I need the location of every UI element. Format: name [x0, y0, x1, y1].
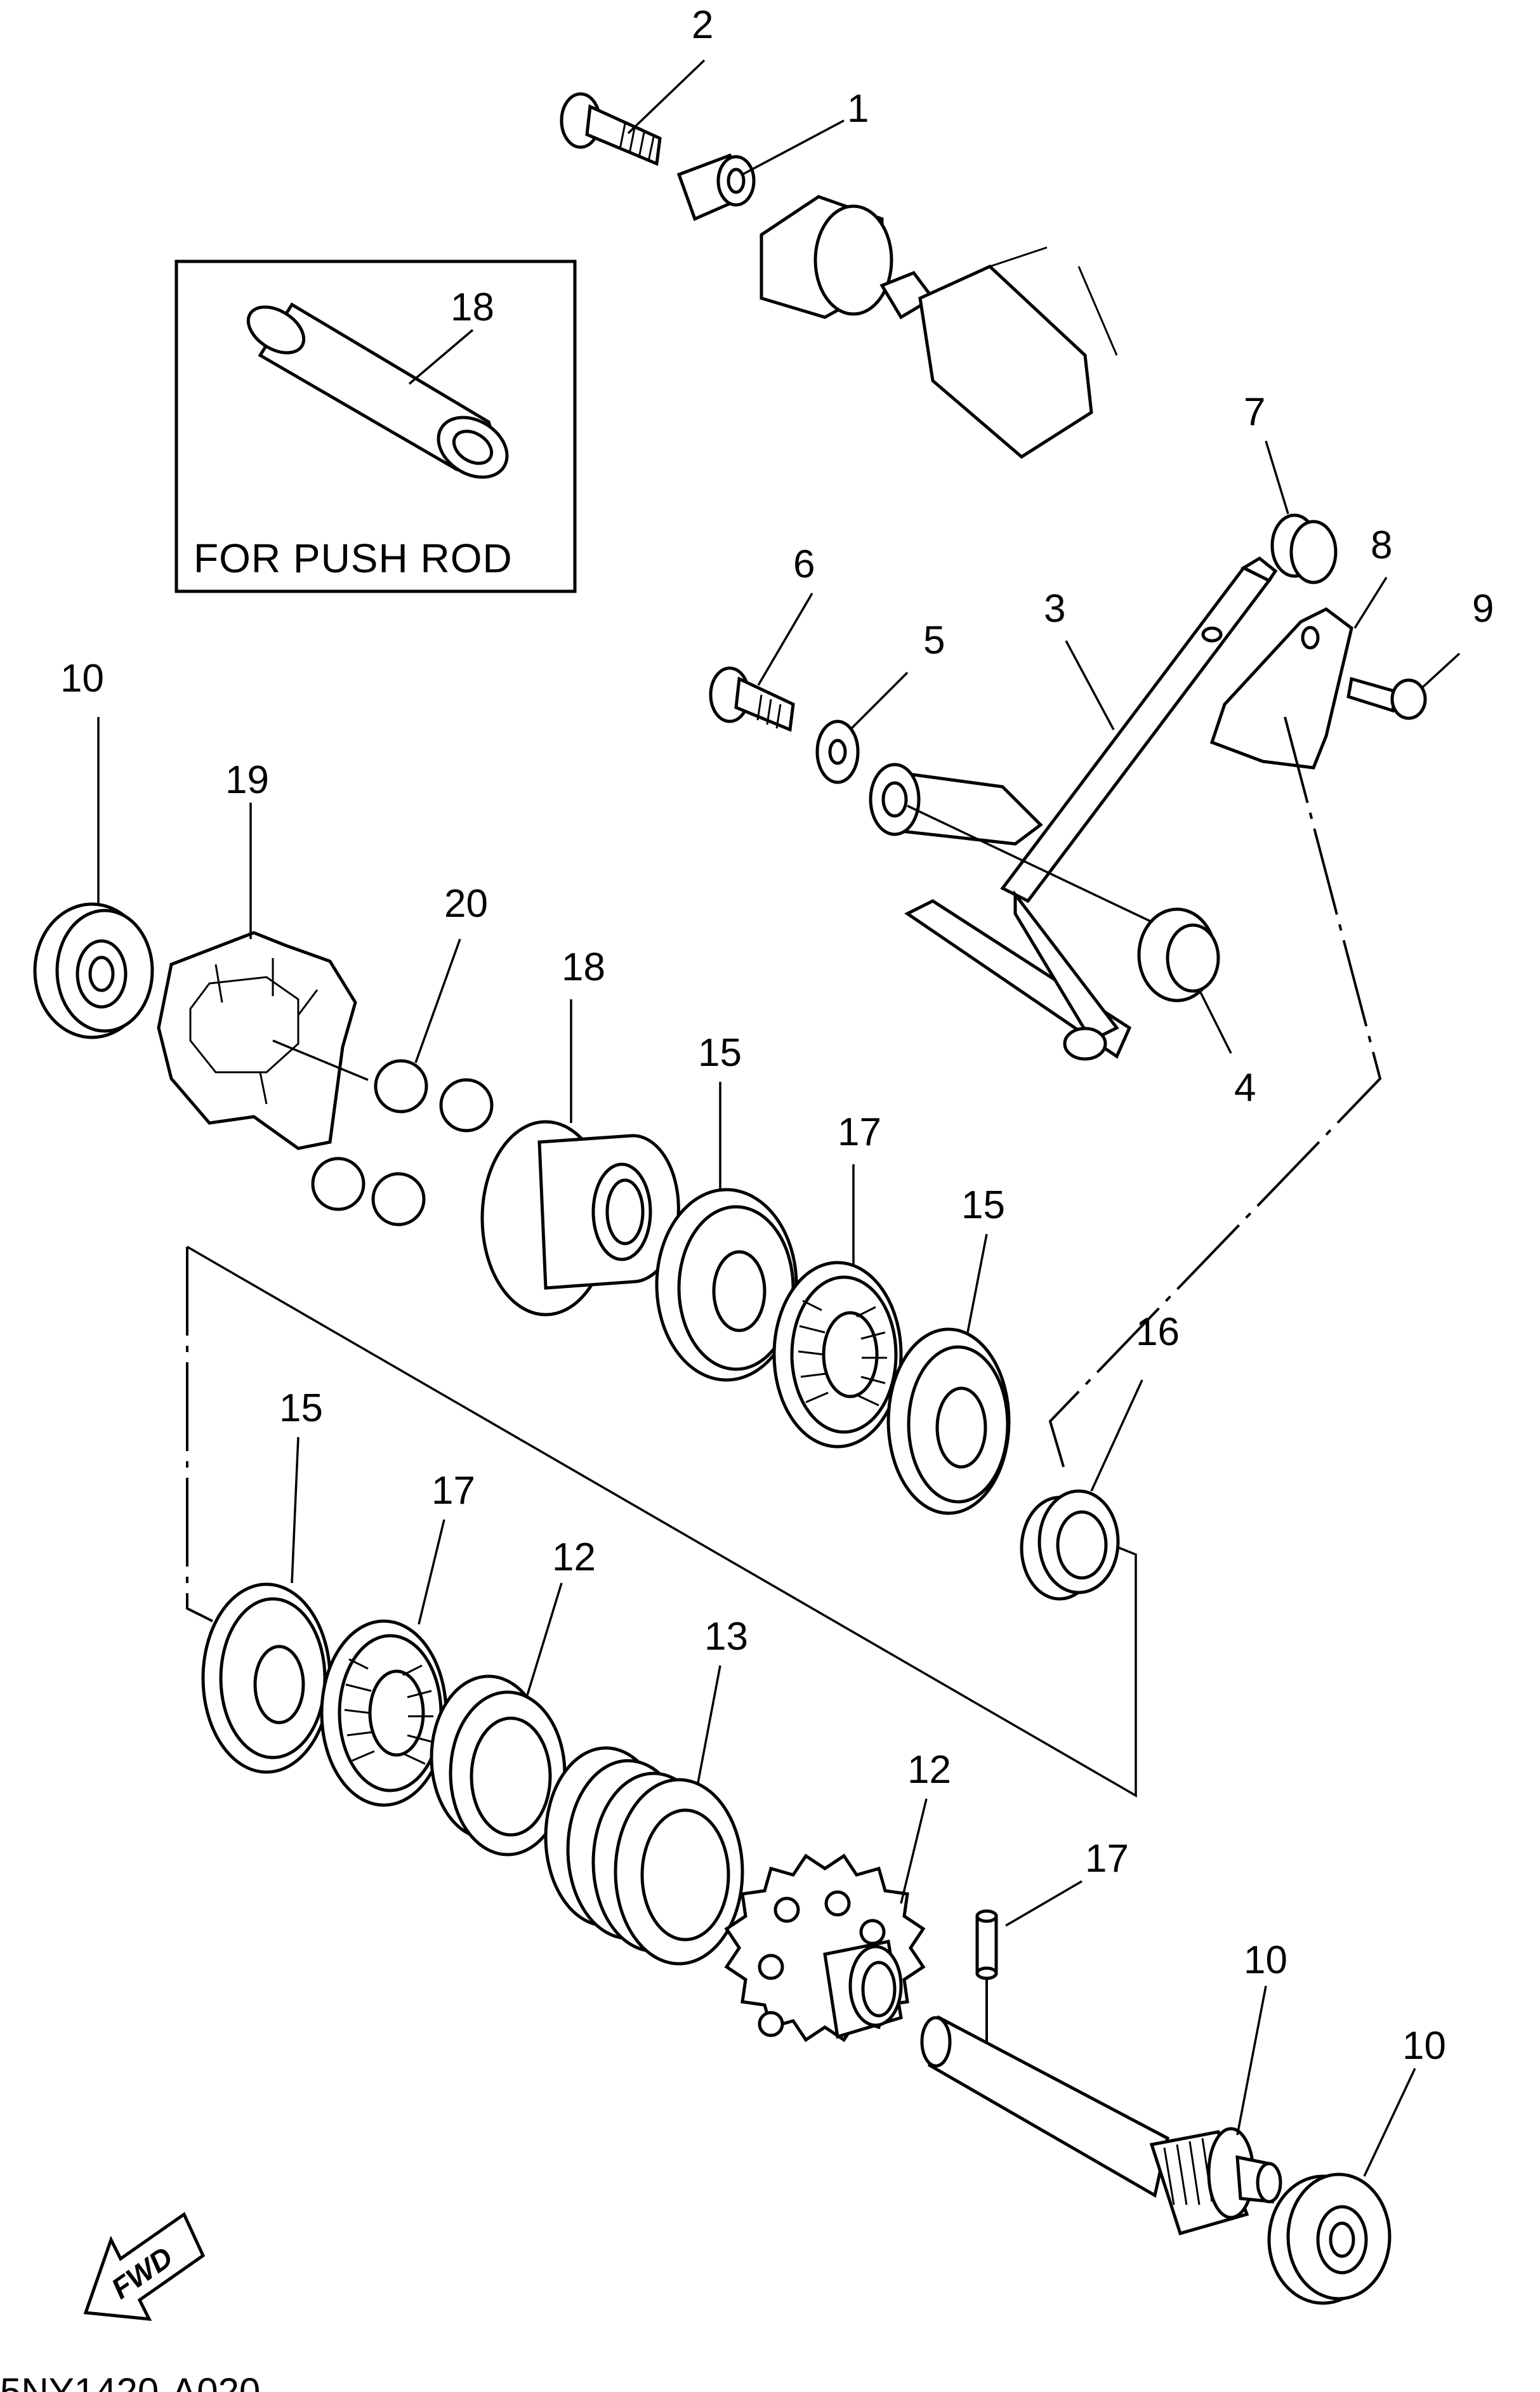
callout-15-b: 15 [961, 1183, 1005, 1227]
callout-15-a: 15 [698, 1031, 742, 1075]
callout-11: 10 [1244, 1938, 1287, 1982]
alignment-line-left [186, 1247, 213, 1622]
callout-18: 18 [562, 945, 605, 989]
callout-12: 12 [907, 1748, 951, 1792]
callout-6: 6 [793, 542, 815, 586]
part-10-bearing-upper [33, 902, 154, 1039]
part-18-flanged-collar [480, 1120, 680, 1317]
part-14-flanged-bushing [430, 1674, 567, 1856]
part-19-cross-holder [157, 931, 357, 1150]
callout-10-upper: 10 [60, 657, 104, 700]
callout-15-c: 15 [279, 1386, 323, 1430]
part-12-gear [724, 1853, 926, 2042]
part-3-lever-arm [904, 556, 1278, 1061]
drawing-code: 5NY1420-A020 [0, 2370, 260, 2392]
callout-14: 12 [552, 1535, 596, 1579]
callout-8: 8 [1371, 523, 1392, 567]
part-15-washer-b [886, 1327, 1011, 1515]
part-17-thrust-bearing-b [320, 1619, 448, 1807]
part-20-balls [311, 1059, 494, 1226]
callout-4: 4 [1234, 1066, 1256, 1110]
part-11-shaft [920, 2015, 1282, 2236]
part-8-cam-bracket [1209, 607, 1353, 770]
part-10-bearing-lower [1267, 2172, 1392, 2305]
callout-7: 7 [1244, 390, 1265, 434]
part-7-collar [1270, 513, 1338, 584]
callout-17-b: 17 [431, 1469, 475, 1513]
callout-19: 19 [225, 758, 269, 802]
part-22-push-rod [246, 302, 509, 479]
callout-2: 2 [692, 3, 713, 47]
callout-10-lower: 10 [1402, 2024, 1446, 2068]
part-4-bushing [1137, 907, 1220, 1002]
part-5-washer [815, 720, 860, 784]
part-6-bolt [709, 666, 795, 732]
part-15-washer-c [201, 1582, 332, 1774]
callout-9: 9 [1472, 587, 1494, 631]
alignment-line-long [187, 1245, 1137, 1798]
callout-1: 1 [847, 87, 869, 131]
inset-box-push-rod: 18 FOR PUSH ROD [174, 260, 577, 593]
part-13-spring [544, 1746, 744, 1966]
alignment-line-right [1048, 716, 1382, 1476]
part-21-pin [975, 1909, 998, 1980]
part-16-bushing [1020, 1489, 1120, 1601]
callout-16: 16 [1136, 1310, 1180, 1354]
callout-22: 18 [451, 286, 494, 329]
part-2-bolt [560, 92, 662, 166]
lever-boss [869, 763, 1043, 846]
part-17-thrust-bearing-a [772, 1261, 903, 1449]
fwd-arrow-icon: FWD [83, 2212, 206, 2321]
part-9-screw [1346, 676, 1427, 720]
callout-20: 20 [444, 882, 488, 926]
part-1-washer [676, 153, 756, 221]
callout-21: 17 [1085, 1837, 1129, 1881]
inset-label: FOR PUSH ROD [194, 536, 513, 581]
callout-5: 5 [923, 619, 945, 662]
callout-13: 13 [704, 1615, 748, 1659]
push-rod-housing [760, 195, 1118, 459]
callout-3: 3 [1044, 587, 1065, 631]
callout-17-a: 17 [838, 1110, 881, 1154]
